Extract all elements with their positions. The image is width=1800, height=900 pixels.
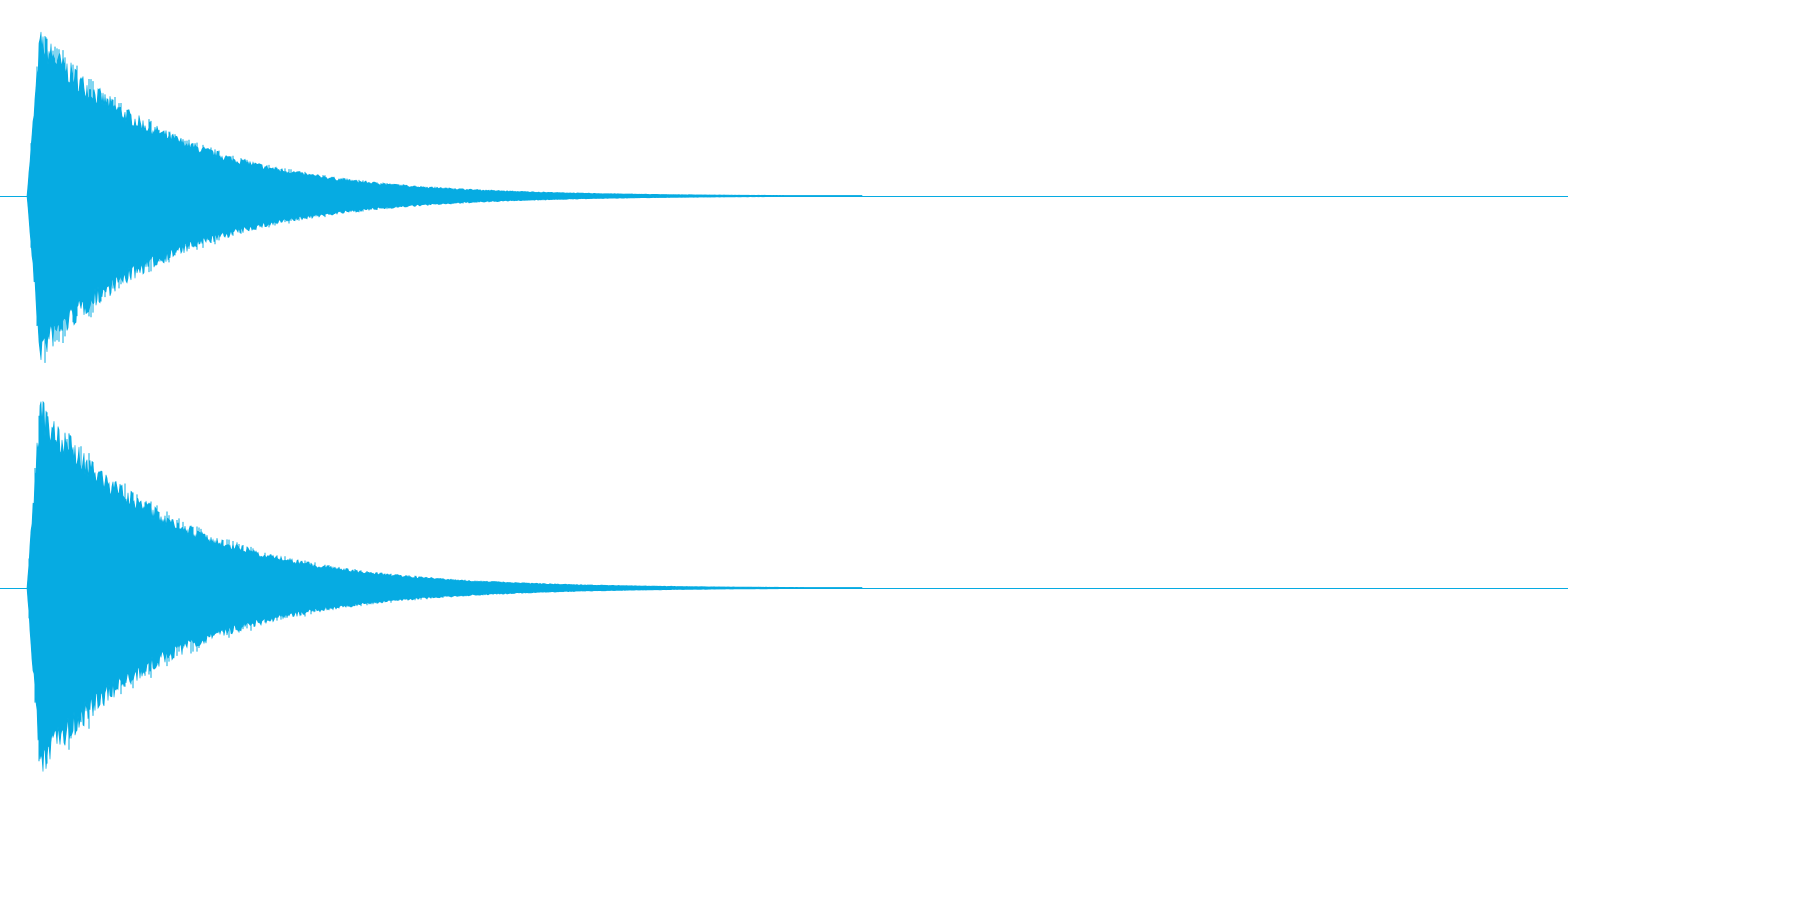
channel-2-waveform [0, 400, 1568, 772]
stereo-waveform [0, 31, 1568, 772]
waveform-view[interactable] [0, 0, 1568, 783]
channel-2-envelope [26, 400, 863, 772]
channel-1-waveform [0, 31, 1568, 363]
channel-1-envelope [26, 31, 863, 361]
